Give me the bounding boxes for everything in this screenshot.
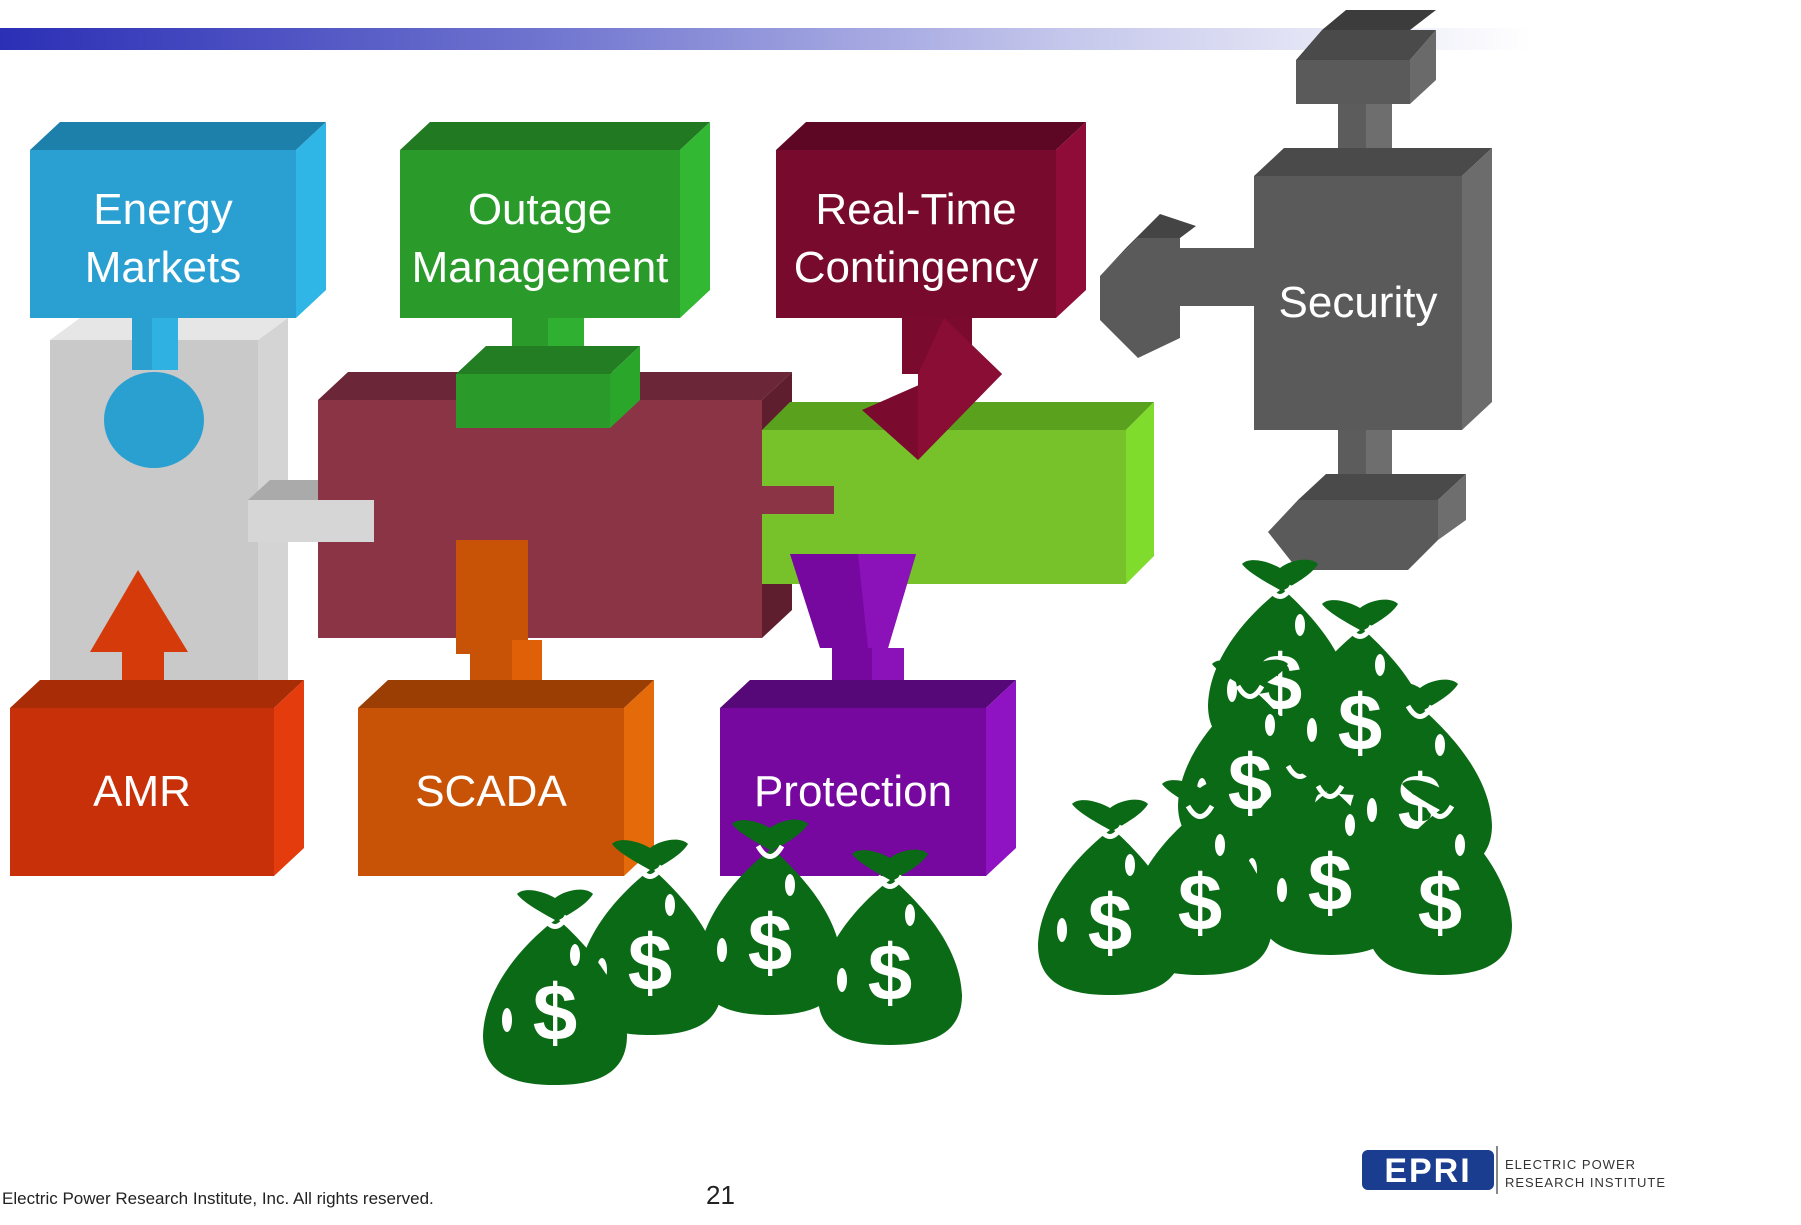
- money-bag-icon: $: [483, 890, 627, 1085]
- svg-text:$: $: [628, 918, 673, 1007]
- money-bag-icon: $: [1288, 600, 1432, 795]
- real-time-contingency-connector: [862, 318, 1002, 460]
- epri-logo-wordmark: ELECTRIC POWER RESEARCH INSTITUTE: [1505, 1156, 1666, 1192]
- energy-markets-label: Energy Markets: [84, 185, 242, 292]
- copyright-text: Electric Power Research Institute, Inc. …: [2, 1189, 434, 1208]
- svg-text:$: $: [748, 898, 793, 987]
- money-bag-icon: $: [1038, 800, 1182, 995]
- money-bag-pile-bottom: $ $ $ $: [483, 820, 962, 1085]
- money-bag-icon: $: [1128, 780, 1272, 975]
- security-block: [1100, 10, 1492, 570]
- svg-text:$: $: [868, 928, 913, 1017]
- money-bag-icon: $: [818, 850, 962, 1045]
- svg-text:$: $: [1338, 678, 1383, 767]
- security-label: Security: [1278, 278, 1438, 327]
- logo-line-2: RESEARCH INSTITUTE: [1505, 1175, 1667, 1190]
- scada-label: SCADA: [415, 767, 567, 816]
- svg-text:EPRI: EPRI: [1384, 1152, 1471, 1190]
- money-bag-pile-right: $ $ $ $ $ $ $ $ $: [1038, 560, 1512, 995]
- protection-block: [720, 680, 1016, 876]
- protection-label: Protection: [753, 767, 953, 816]
- epri-logo-icon: EPRI: [1362, 1146, 1498, 1194]
- amr-block: [10, 680, 304, 876]
- page-number: 21: [706, 1180, 735, 1210]
- scada-block: [358, 680, 654, 876]
- outage-management-label: Outage Management: [411, 185, 669, 292]
- svg-text:$: $: [533, 968, 578, 1057]
- amr-label: AMR: [93, 767, 191, 816]
- svg-text:$: $: [1178, 858, 1223, 947]
- real-time-contingency-label: Real-Time Contingency: [793, 185, 1039, 292]
- outage-management-block: [400, 122, 710, 318]
- svg-text:$: $: [1418, 858, 1463, 947]
- svg-text:$: $: [1308, 838, 1353, 927]
- real-time-contingency-block: [776, 122, 1086, 318]
- money-bag-icon: $: [698, 820, 842, 1015]
- energy-markets-block: [30, 122, 326, 318]
- money-bag-icon: $: [1368, 780, 1512, 975]
- svg-text:$: $: [1088, 878, 1133, 967]
- outage-management-connector: [456, 318, 640, 428]
- money-bag-icon: $: [578, 840, 722, 1035]
- logo-line-1: ELECTRIC POWER: [1505, 1157, 1637, 1172]
- money-bag-icon: $: [1258, 760, 1402, 955]
- energy-markets-connector: [104, 318, 204, 468]
